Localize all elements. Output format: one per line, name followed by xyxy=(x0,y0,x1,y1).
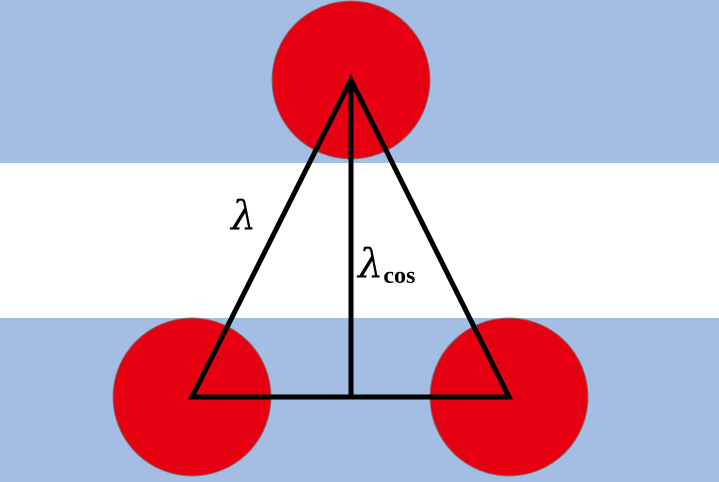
height-label: λcos xyxy=(356,241,415,289)
height-label-lambda: λ xyxy=(356,241,383,287)
middle-white-band xyxy=(0,163,719,318)
bottom-blue-band xyxy=(0,318,719,482)
height-label-subscript: cos xyxy=(383,263,415,289)
side-label-lambda: λ xyxy=(229,193,256,239)
